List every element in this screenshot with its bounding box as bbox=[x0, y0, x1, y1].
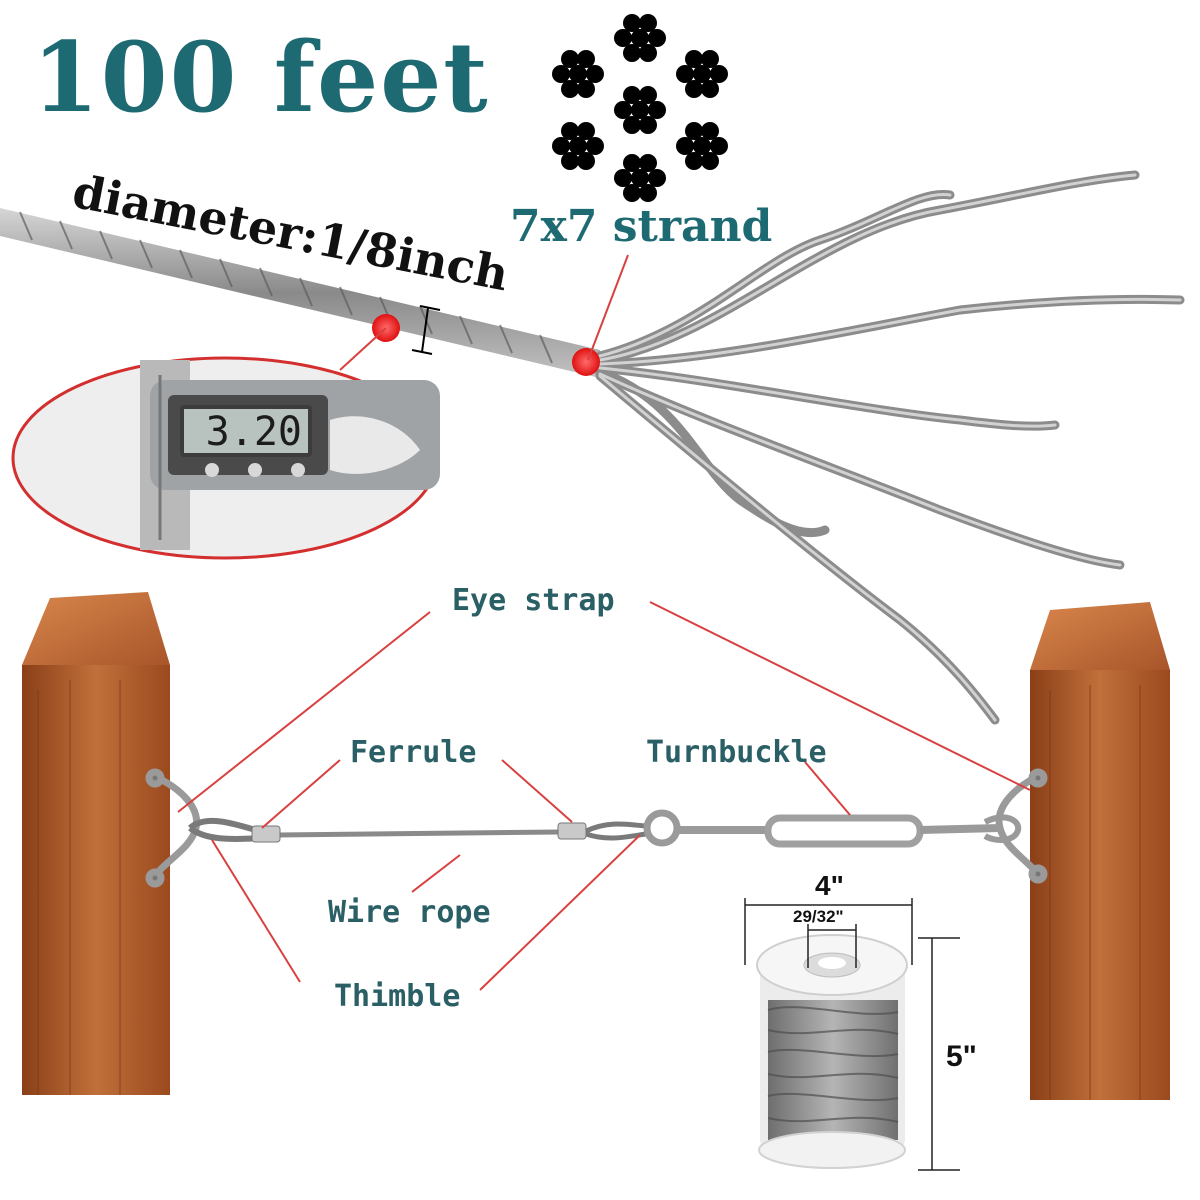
label-turnbuckle: Turnbuckle bbox=[646, 735, 827, 770]
spool-core-label: 29/32" bbox=[793, 907, 844, 926]
eye-bolt bbox=[643, 809, 681, 847]
strand-leader-line bbox=[587, 254, 629, 361]
spool-width-label: 4" bbox=[815, 870, 844, 901]
label-eye-strap: Eye strap bbox=[452, 583, 615, 618]
eye-strap-left bbox=[145, 768, 201, 888]
marker-dot-strand bbox=[572, 348, 600, 376]
strand-top bbox=[614, 14, 666, 62]
strand-type-label: 7x7 strand bbox=[510, 201, 773, 252]
label-ferrule: Ferrule bbox=[350, 735, 477, 770]
caliper-display: 3.20 bbox=[180, 405, 312, 457]
diameter-indicator bbox=[411, 305, 441, 355]
cross-section-icon bbox=[552, 14, 728, 202]
spool bbox=[756, 934, 908, 1169]
strand-center bbox=[614, 86, 666, 134]
wire-assembly bbox=[188, 809, 1022, 848]
right-post bbox=[1030, 602, 1170, 1100]
leader-lines bbox=[177, 601, 1031, 991]
left-post bbox=[22, 592, 170, 1095]
turnbuckle-body bbox=[764, 814, 924, 848]
strand-lower-right bbox=[676, 122, 728, 170]
strand-upper-right bbox=[676, 50, 728, 98]
wire-rope-closeup bbox=[0, 170, 1185, 725]
strand-upper-left bbox=[552, 50, 604, 98]
spool-height-label: 5" bbox=[946, 1040, 977, 1073]
label-thimble: Thimble bbox=[334, 979, 461, 1014]
strand-lower-left bbox=[552, 122, 604, 170]
strand-bottom bbox=[614, 154, 666, 202]
headline-length: 100 feet bbox=[32, 21, 490, 134]
label-wire-rope: Wire rope bbox=[328, 895, 491, 930]
ferrule-left bbox=[251, 825, 281, 843]
spool-dimension-lines bbox=[744, 898, 960, 1171]
ferrule-right bbox=[557, 822, 587, 840]
